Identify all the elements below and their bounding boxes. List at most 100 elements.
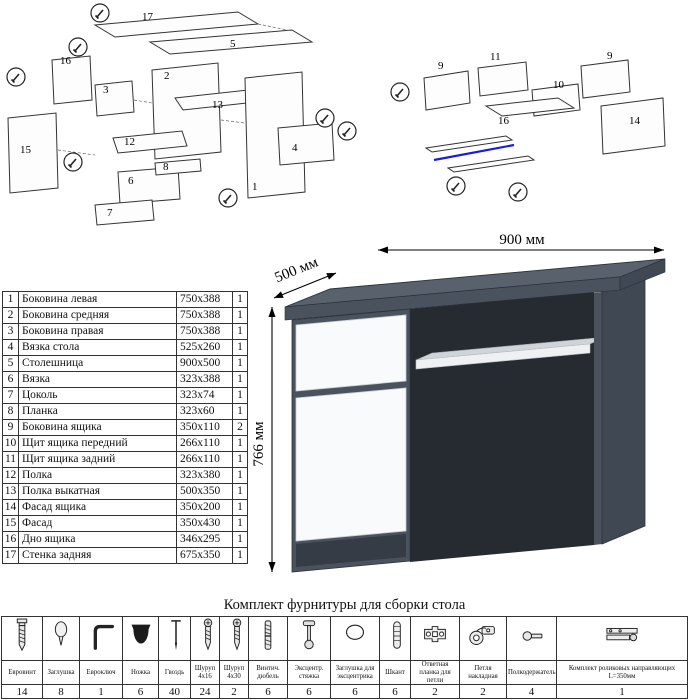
fastener-detail-callouts: [390, 82, 528, 202]
exploded-part-panel: [7, 112, 59, 194]
height-dimension-label: 766 мм: [251, 421, 267, 467]
part-size: 750x388: [176, 323, 233, 340]
hardware-item-name: Ответная планка для петли: [410, 659, 460, 686]
fastener-detail-icon: [90, 3, 110, 23]
part-name: Полка: [18, 467, 177, 484]
part-callout-number: 2: [164, 70, 170, 82]
part-name: Щит ящика задний: [18, 451, 177, 468]
hardware-item-qty: 1: [79, 684, 123, 700]
part-number: 5: [2, 355, 19, 372]
part-number: 2: [2, 307, 19, 324]
drawer-rail-part: [446, 155, 536, 173]
part-qty: 1: [232, 467, 248, 484]
part-number: 13: [2, 483, 19, 500]
part-name: Столешница: [18, 355, 177, 372]
hardware-item-qty: 6: [379, 684, 411, 700]
hardware-item-qty: 1: [556, 684, 688, 700]
hardware-item-name: Петля накладная: [459, 659, 507, 686]
exploded-part-panel: [154, 158, 202, 176]
fastener-detail-icon: [446, 176, 466, 196]
hardware-item-qty: 24: [190, 684, 220, 700]
screw-icon: [219, 616, 249, 661]
hardware-item-qty: 2: [459, 684, 507, 700]
exploded-part-panel: [51, 55, 93, 105]
assembly-guide-lines: [57, 23, 293, 156]
part-size: 266x110: [176, 451, 233, 468]
part-size: 675x350: [176, 547, 233, 564]
exploded-part-panel: [484, 97, 576, 117]
exploded-part-panel: [423, 70, 471, 111]
table-row: 5 Столешница 900x500 1: [2, 355, 248, 372]
part-qty: 1: [232, 499, 248, 516]
hardware-item-qty: 6: [330, 684, 380, 700]
hardware-item-qty: 6: [287, 684, 331, 700]
desk-top-right-edge: [619, 258, 666, 291]
exploded-part-panel: [112, 130, 188, 154]
width-dimension: 900 мм: [378, 232, 664, 254]
wood-dowel-icon: [379, 616, 411, 661]
table-row: 10 Щит ящика передний 266x110 1: [2, 435, 248, 452]
part-number: 10: [2, 435, 19, 452]
hardware-item-name: Евровинт: [1, 659, 43, 686]
table-row: 4 Вязка стола 525x260 1: [2, 339, 248, 356]
part-size: 266x110: [176, 435, 233, 452]
part-qty: 1: [232, 435, 248, 452]
hardware-item-qty: 2: [410, 684, 460, 700]
exploded-part-panel: [94, 199, 155, 226]
part-name: Боковина средняя: [18, 307, 177, 324]
table-row: 12 Полка 323x380 1: [2, 467, 248, 484]
exploded-part-panel: [244, 71, 306, 199]
part-name: Боковина левая: [18, 291, 177, 308]
part-callout-number: 16: [498, 115, 510, 127]
part-number: 15: [2, 515, 19, 532]
part-name: Вязка: [18, 371, 177, 388]
screw-icon: [190, 616, 220, 661]
part-name: Фасад: [18, 515, 177, 532]
part-callout-number: 10: [553, 79, 565, 91]
part-size: 750x388: [176, 291, 233, 308]
part-number: 16: [2, 531, 19, 548]
part-size: 350x200: [176, 499, 233, 516]
part-qty: 1: [232, 291, 248, 308]
table-row: 13 Полка выкатная 500x350 1: [2, 483, 248, 500]
hardware-item-name: Полкодержатель: [506, 659, 557, 686]
shelf-pin-icon: [506, 616, 557, 661]
part-qty: 1: [232, 339, 248, 356]
part-callout-number: 16: [60, 55, 72, 67]
part-size: 323x380: [176, 467, 233, 484]
hardware-item-name: Шуруп 4x16: [190, 659, 220, 686]
hardware-item-qty: 6: [248, 684, 288, 700]
part-size: 750x388: [176, 307, 233, 324]
hardware-item-qty: 14: [1, 684, 43, 700]
part-callout-number: 11: [490, 51, 501, 63]
exploded-part-panel: [600, 97, 666, 155]
hardware-item-name: Шуруп 4x30: [219, 659, 249, 686]
part-qty: 1: [232, 531, 248, 548]
part-qty: 1: [232, 323, 248, 340]
table-row: 11 Щит ящика задний 266x110 1: [2, 451, 248, 468]
table-row: 8 Планка 323x60 1: [2, 403, 248, 420]
table-row: 9 Боковина ящика 350x110 2: [2, 419, 248, 436]
exploded-part-panel: [477, 61, 529, 97]
part-size: 323x74: [176, 387, 233, 404]
desk-plinth: [296, 534, 406, 567]
part-callout-number: 1: [252, 181, 258, 193]
part-qty: 1: [232, 371, 248, 388]
part-callout-number: 14: [629, 115, 641, 127]
part-number: 12: [2, 467, 19, 484]
table-row: 2 Боковина средняя 750x388 1: [2, 307, 248, 324]
part-name: Вязка стола: [18, 339, 177, 356]
depth-dimension-label: 500 мм: [273, 254, 321, 286]
hardware-item-qty: 8: [42, 684, 80, 700]
width-dimension-label: 900 мм: [499, 232, 545, 248]
fastener-detail-icon: [218, 188, 238, 208]
fastener-detail-icon: [508, 182, 528, 202]
part-size: 500x350: [176, 483, 233, 500]
part-qty: 1: [232, 403, 248, 420]
plug-icon: [42, 616, 80, 661]
exploded-part-panel: [580, 59, 631, 99]
